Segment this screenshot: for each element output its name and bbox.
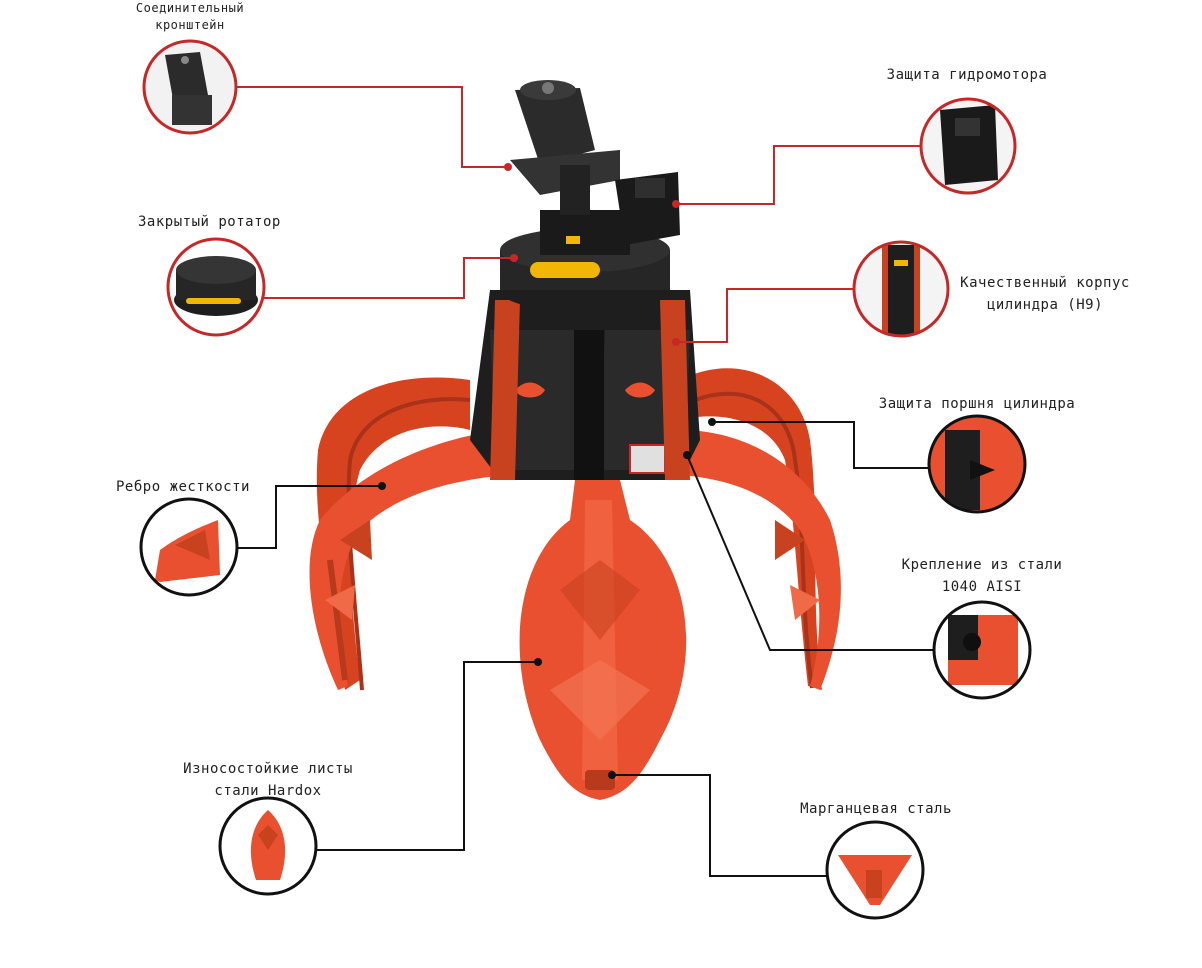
leader-steel-mount — [686, 454, 934, 651]
leader-lines — [236, 86, 934, 877]
label-hardox: Износостойкие листы стали Hardox — [172, 758, 364, 802]
leader-motor-guard — [676, 145, 921, 205]
label-rib-text: Ребро жесткости — [116, 479, 250, 495]
label-closed-rotator: Закрытый ротатор — [138, 211, 308, 233]
label-cylinder-body: Качественный корпус цилиндра (H9) — [952, 272, 1138, 316]
leader-hardox — [316, 661, 538, 851]
label-piston-guard: Защита поршня цилиндра — [866, 393, 1088, 415]
leader-cylinder — [676, 288, 854, 343]
leader-piston — [712, 421, 929, 469]
label-manganese-text: Марганцевая сталь — [800, 801, 952, 817]
leader-dots — [378, 163, 716, 779]
label-hardox-line2: стали Hardox — [214, 783, 322, 799]
label-motor-guard-text: Защита гидромотора — [886, 67, 1048, 83]
leader-rotator — [264, 257, 514, 299]
detail-circle-manganese — [825, 820, 925, 920]
leader-manganese — [612, 774, 827, 877]
label-hardox-line1: Износостойкие листы — [183, 761, 353, 777]
label-bracket-line1: Соединительный — [135, 1, 245, 15]
detail-circle-steel-mount — [932, 600, 1032, 700]
label-steel-mount-line2: 1040 AISI — [941, 579, 1023, 595]
label-piston-guard-text: Защита поршня цилиндра — [878, 396, 1076, 412]
label-manganese: Марганцевая сталь — [790, 798, 962, 820]
leader-bracket — [236, 86, 508, 168]
label-bracket: Соединительный кронштейн — [124, 0, 256, 34]
label-steel-mount: Крепление из стали 1040 AISI — [894, 554, 1070, 598]
leader-rib — [237, 485, 382, 549]
label-motor-guard: Защита гидромотора — [872, 64, 1062, 86]
detail-circle-cylinder — [852, 240, 950, 338]
grapple-body — [309, 80, 841, 800]
label-cylinder-body-line1: Качественный корпус — [960, 275, 1130, 291]
label-steel-mount-line1: Крепление из стали — [901, 557, 1063, 573]
label-cylinder-body-line2: цилиндра (H9) — [986, 297, 1104, 313]
detail-circle-rotator — [166, 237, 266, 337]
detail-circle-motor-guard — [919, 97, 1017, 195]
detail-circle-hardox — [218, 796, 318, 896]
label-bracket-line2: кронштейн — [155, 18, 225, 32]
detail-circle-rib — [139, 497, 239, 597]
detail-circle-piston-guard — [927, 414, 1027, 514]
label-rib: Ребро жесткости — [116, 476, 276, 498]
detail-circle-bracket — [142, 39, 238, 135]
label-closed-rotator-text: Закрытый ротатор — [138, 214, 281, 230]
